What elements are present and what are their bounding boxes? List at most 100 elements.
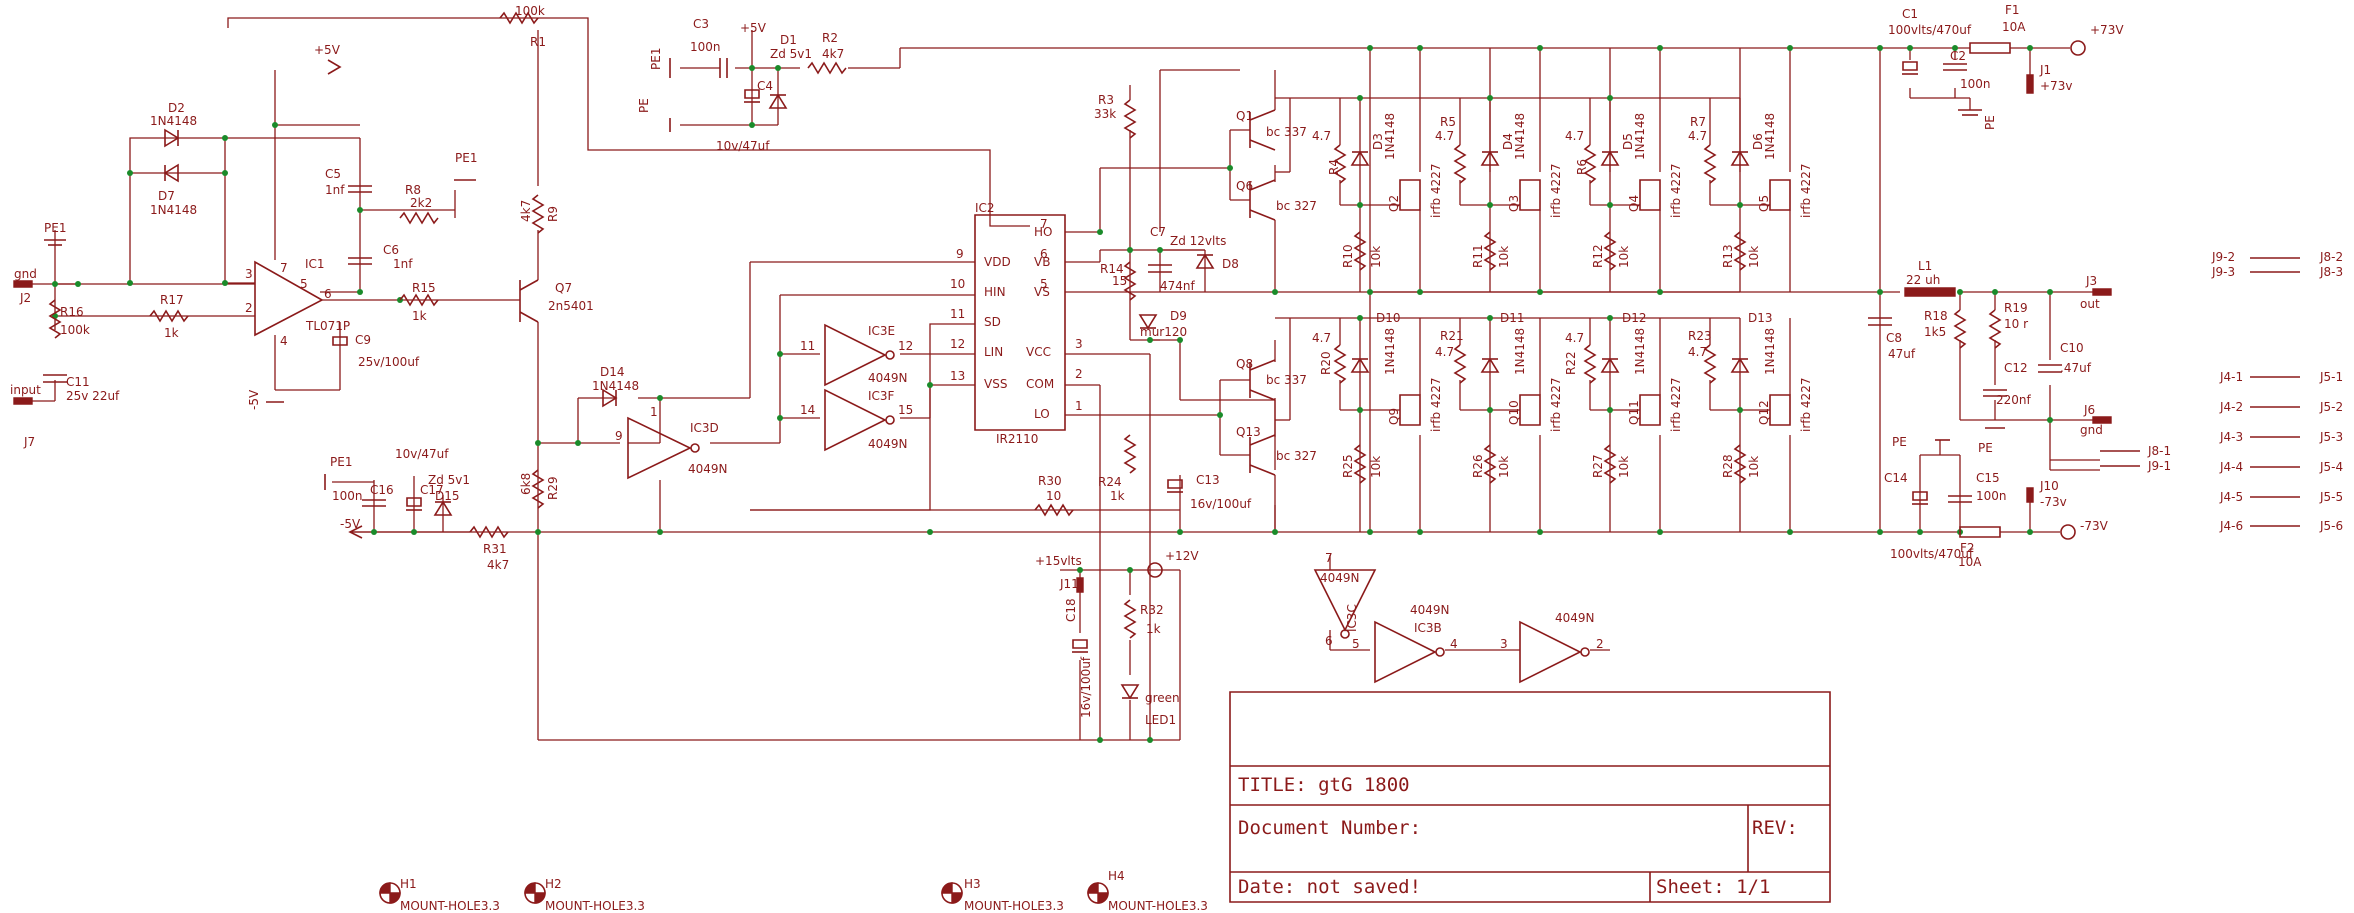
label-q1v: bc 337: [1266, 125, 1307, 139]
sheet-text: Sheet: 1/1: [1656, 876, 1770, 898]
label-r47: 4.7: [1565, 129, 1584, 143]
net-plus5: +5V: [314, 43, 341, 57]
label-j9-3: J9-3: [2211, 265, 2235, 279]
label-c10: C10: [2060, 341, 2084, 355]
label-d1v: Zd 5v1: [770, 47, 812, 61]
misc-symbols: [14, 41, 2300, 903]
label-c13: C13: [1196, 473, 1220, 487]
label-r4: R4: [1327, 159, 1341, 175]
label-r17: R17: [160, 293, 184, 307]
label-c6: C6: [383, 243, 399, 257]
label-r47: 4.7: [1435, 129, 1454, 143]
label-r18: R18: [1924, 309, 1948, 323]
label-j4-6: J4-6: [2219, 519, 2243, 533]
net-gnd-b: gnd: [2080, 423, 2103, 437]
label-pinsd: SD: [984, 315, 1001, 329]
label-ic3c: IC3C: [1345, 604, 1359, 632]
label-ic3f: IC3F: [868, 389, 895, 403]
label-h3: H3: [964, 877, 981, 891]
label-p3: 3: [1075, 337, 1083, 351]
label-c14v: 100vlts/470uf: [1890, 547, 1974, 561]
label-d10: D10: [1376, 311, 1401, 325]
label-p2: 2: [245, 301, 253, 315]
label-p7: 7: [1040, 217, 1048, 231]
label-p5: 5: [1352, 637, 1360, 651]
label-mh: MOUNT-HOLE3.3: [545, 899, 645, 913]
label-c12: C12: [2004, 361, 2028, 375]
label-h1: H1: [400, 877, 417, 891]
label-d2: D2: [168, 101, 185, 115]
label-q5: Q5: [1757, 195, 1771, 212]
label-r32: R32: [1140, 603, 1164, 617]
label-j4-1: J4-1: [2219, 370, 2243, 384]
label-ic3bv: 4049N: [1410, 603, 1450, 617]
label-j9-2: J9-2: [2211, 250, 2235, 264]
label-q13v: bc 327: [1276, 449, 1317, 463]
label-p6: 6: [1040, 247, 1048, 261]
label-r14v: 15: [1112, 274, 1127, 288]
label-r15: R15: [412, 281, 436, 295]
label-j4-3: J4-3: [2219, 430, 2243, 444]
label-r12: R12: [1591, 244, 1605, 268]
label-l1: L1: [1918, 259, 1932, 273]
label-d8v: Zd 12vlts: [1170, 234, 1226, 248]
diode-symbols: [165, 95, 1748, 698]
label-c4: C4: [757, 79, 773, 93]
label-r10: R10: [1341, 244, 1355, 268]
label-j1: J1: [2039, 63, 2051, 77]
label-q11: Q11: [1627, 400, 1641, 425]
label-d13: D13: [1748, 311, 1773, 325]
label-q3: Q3: [1507, 195, 1521, 212]
label-r9v: 4k7: [519, 200, 533, 222]
transistor-symbols: [520, 110, 1790, 475]
label-c7v: 474nf: [1160, 279, 1196, 293]
label-r16: R16: [60, 305, 84, 319]
label-c4v: 10v/47uf: [716, 139, 770, 153]
label-pinvb: VB: [1034, 255, 1050, 269]
label-j4-4: J4-4: [2219, 460, 2243, 474]
label-q4: Q4: [1627, 195, 1641, 212]
label-r26: R26: [1471, 454, 1485, 478]
label-c17: C17: [420, 483, 444, 497]
label-p13: 13: [950, 369, 965, 383]
capacitor-symbols: [43, 58, 2062, 652]
label-ic2: IC2: [975, 201, 995, 215]
label-p15: 15: [898, 403, 913, 417]
label-r3v: 33k: [1094, 107, 1116, 121]
label-f1: F1: [2005, 3, 2020, 17]
label-r25: R25: [1341, 454, 1355, 478]
rev-text: REV:: [1752, 817, 1798, 839]
label-r8v: 2k2: [410, 196, 432, 210]
label-p2: 2: [1075, 367, 1083, 381]
label-q7v: 2n5401: [548, 299, 594, 313]
label-q7: Q7: [555, 281, 572, 295]
label-p10: 10: [950, 277, 965, 291]
net-plus73: +73V: [2090, 23, 2124, 37]
label-p3: 3: [1500, 637, 1508, 651]
label-c18v: 16v/100uf: [1079, 656, 1093, 718]
resistor-symbols: [50, 13, 2000, 638]
net-pe-b: PE: [1978, 441, 1993, 455]
net-minus5: -5V: [247, 389, 261, 410]
label-p7: 7: [280, 261, 288, 275]
label-p11: 11: [950, 307, 965, 321]
label-r10k: 10k: [1617, 246, 1631, 268]
label-p5: 5: [1040, 277, 1048, 291]
label-c8: C8: [1886, 331, 1902, 345]
label-d14: D14: [600, 365, 625, 379]
label-j9-1: J9-1: [2147, 459, 2171, 473]
label-q2: Q2: [1387, 195, 1401, 212]
label-d14v: 1N4148: [592, 379, 639, 393]
label-r16v: 100k: [60, 323, 90, 337]
label-d9: D9: [1170, 309, 1187, 323]
label-r24v: 1k: [1110, 489, 1125, 503]
label-r8: R8: [405, 183, 421, 197]
label-r23: R23: [1688, 329, 1712, 343]
net-pe-c: PE: [637, 98, 651, 113]
label-c11: C11: [66, 375, 90, 389]
label-r21: R21: [1440, 329, 1464, 343]
label-p1: 1: [650, 405, 658, 419]
label-j11: J11: [1059, 577, 1079, 591]
label-f2: F2: [1960, 541, 1975, 555]
